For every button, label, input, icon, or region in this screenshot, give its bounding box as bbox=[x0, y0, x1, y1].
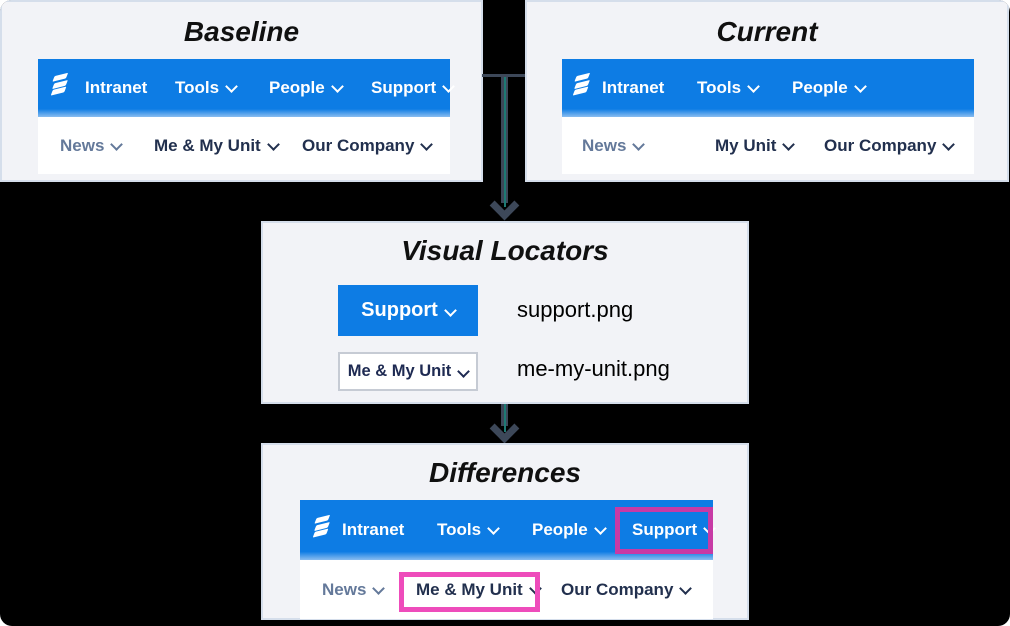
chevron-down-icon bbox=[747, 80, 760, 93]
chevron-down-icon bbox=[372, 581, 386, 595]
chevron-down-icon bbox=[330, 80, 344, 93]
visual-locators-panel: Visual Locators Support support.png Me &… bbox=[261, 221, 749, 404]
nav-item-support[interactable]: Support bbox=[632, 520, 717, 540]
me-my-unit-locator-label: Me & My Unit bbox=[347, 362, 452, 380]
baseline-panel: Baseline Intranet Tools People Support N… bbox=[0, 0, 483, 182]
chevron-down-icon bbox=[853, 80, 867, 93]
flow-arrow-teal-line bbox=[504, 77, 506, 207]
nav-item-tools[interactable]: Tools bbox=[175, 78, 238, 98]
arrow-head-icon bbox=[489, 190, 520, 221]
differences-title: Differences bbox=[428, 457, 581, 488]
chevron-down-icon bbox=[225, 80, 238, 93]
nav-item-intranet[interactable]: Intranet bbox=[342, 520, 405, 539]
support-locator-label: Support bbox=[361, 299, 438, 321]
subnav-item-me-my-unit[interactable]: Me & My Unit bbox=[416, 580, 542, 600]
subnav-item-news[interactable]: News bbox=[582, 136, 646, 156]
chevron-down-icon bbox=[443, 304, 457, 317]
baseline-primary-nav: Intranet Tools People Support bbox=[38, 59, 456, 117]
nav-item-tools[interactable]: Tools bbox=[697, 78, 760, 98]
chevron-down-icon bbox=[110, 137, 124, 151]
ericsson-logo-icon bbox=[48, 72, 72, 96]
me-my-unit-locator-button[interactable]: Me & My Unit bbox=[338, 352, 478, 391]
subnav-item-news[interactable]: News bbox=[60, 136, 124, 156]
subnav-item-our-company[interactable]: Our Company bbox=[302, 136, 434, 156]
chevron-down-icon bbox=[782, 137, 796, 151]
baseline-secondary-nav: News Me & My Unit Our Company bbox=[38, 117, 450, 174]
chevron-down-icon bbox=[266, 137, 280, 151]
chevron-down-icon bbox=[632, 137, 646, 151]
differences-panel: Differences Intranet Tools People Suppor… bbox=[261, 443, 749, 620]
me-my-unit-file-label: me-my-unit.png bbox=[517, 356, 670, 381]
nav-item-people[interactable]: People bbox=[792, 78, 867, 98]
chevron-down-icon bbox=[420, 137, 434, 151]
current-primary-nav: Intranet Tools People bbox=[562, 59, 974, 117]
subnav-item-our-company[interactable]: Our Company bbox=[824, 136, 956, 156]
current-title: Current bbox=[716, 16, 818, 47]
baseline-title: Baseline bbox=[183, 16, 300, 47]
subnav-item-our-company[interactable]: Our Company bbox=[561, 580, 693, 600]
nav-item-support[interactable]: Support bbox=[371, 78, 456, 98]
me-my-unit-difference-highlight-box bbox=[399, 572, 540, 612]
subnav-item-me-my-unit[interactable]: Me & My Unit bbox=[154, 136, 280, 156]
nav-item-people[interactable]: People bbox=[532, 520, 607, 540]
support-locator-button[interactable]: Support bbox=[338, 285, 478, 336]
nav-item-intranet[interactable]: Intranet bbox=[85, 78, 148, 97]
chevron-down-icon bbox=[942, 137, 956, 151]
support-difference-highlight-box bbox=[615, 507, 713, 554]
chevron-down-icon bbox=[457, 365, 471, 378]
nav-item-tools[interactable]: Tools bbox=[437, 520, 500, 540]
differences-secondary-nav: News Me & My Unit Our Company bbox=[300, 560, 713, 619]
chevron-down-icon bbox=[593, 522, 607, 535]
nav-item-people[interactable]: People bbox=[269, 78, 344, 98]
differences-primary-nav: Intranet Tools People Support bbox=[300, 500, 717, 560]
flow-arrow-teal-line bbox=[504, 404, 506, 432]
chevron-down-icon bbox=[487, 522, 500, 535]
ericsson-logo-icon bbox=[570, 72, 594, 96]
ericsson-logo-icon bbox=[310, 514, 334, 538]
visual-locators-title: Visual Locators bbox=[401, 235, 609, 266]
nav-item-intranet[interactable]: Intranet bbox=[602, 78, 665, 97]
subnav-item-my-unit[interactable]: My Unit bbox=[715, 136, 796, 156]
arrow-head-icon bbox=[489, 413, 520, 444]
chevron-down-icon bbox=[679, 581, 693, 595]
chevron-down-icon bbox=[442, 80, 456, 93]
subnav-item-news[interactable]: News bbox=[322, 580, 386, 600]
current-panel: Current Intranet Tools People News My Un… bbox=[525, 0, 1009, 182]
current-secondary-nav: News My Unit Our Company bbox=[562, 117, 974, 174]
support-file-label: support.png bbox=[517, 297, 634, 322]
